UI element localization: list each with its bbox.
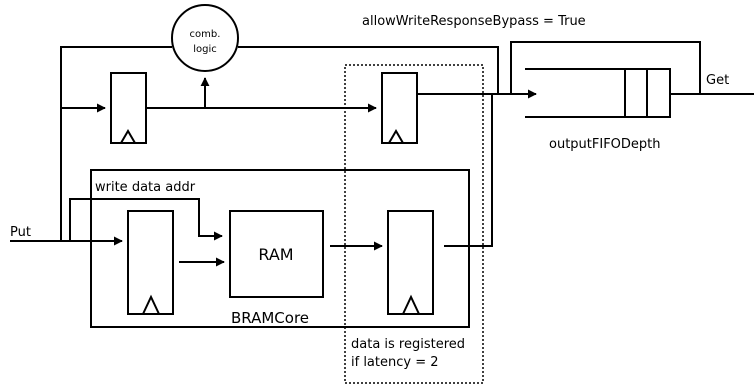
bypass-setting-label: allowWriteResponseBypass = True	[362, 14, 586, 29]
output-fifo	[525, 68, 671, 118]
registered-label-line1: data is registered	[351, 337, 465, 352]
bramcore-label: BRAMCore	[231, 309, 309, 327]
bypass-register-2	[381, 72, 418, 144]
comb-logic-node	[171, 4, 239, 72]
comb-logic-to-output-wire	[238, 46, 499, 94]
put-label: Put	[10, 225, 31, 240]
output-register-clock	[402, 294, 420, 315]
output-register	[387, 210, 434, 315]
bypass-register-2-clock	[388, 129, 404, 144]
bramcore-box	[90, 169, 470, 328]
comb-logic-label-line2: logic	[193, 44, 217, 55]
write-data-addr-wire	[69, 198, 223, 241]
output-fifo-depth-label: outputFIFODepth	[549, 137, 661, 152]
write-data-addr-label: write data addr	[95, 180, 196, 195]
comb-logic-label-line1: comb.	[190, 29, 221, 40]
put-to-comb-logic-wire	[60, 46, 172, 241]
get-label: Get	[706, 73, 729, 88]
ram-block	[229, 210, 324, 298]
fifo-bypass-loop-wire	[510, 41, 701, 94]
ram-label: RAM	[258, 245, 293, 264]
bypass-register-1-clock	[120, 129, 136, 144]
input-register-clock	[142, 294, 160, 315]
output-reg-to-fifo-wire	[444, 94, 493, 247]
latency-region	[344, 64, 484, 384]
registered-label-line2: if latency = 2	[351, 355, 439, 370]
input-register	[127, 210, 174, 315]
